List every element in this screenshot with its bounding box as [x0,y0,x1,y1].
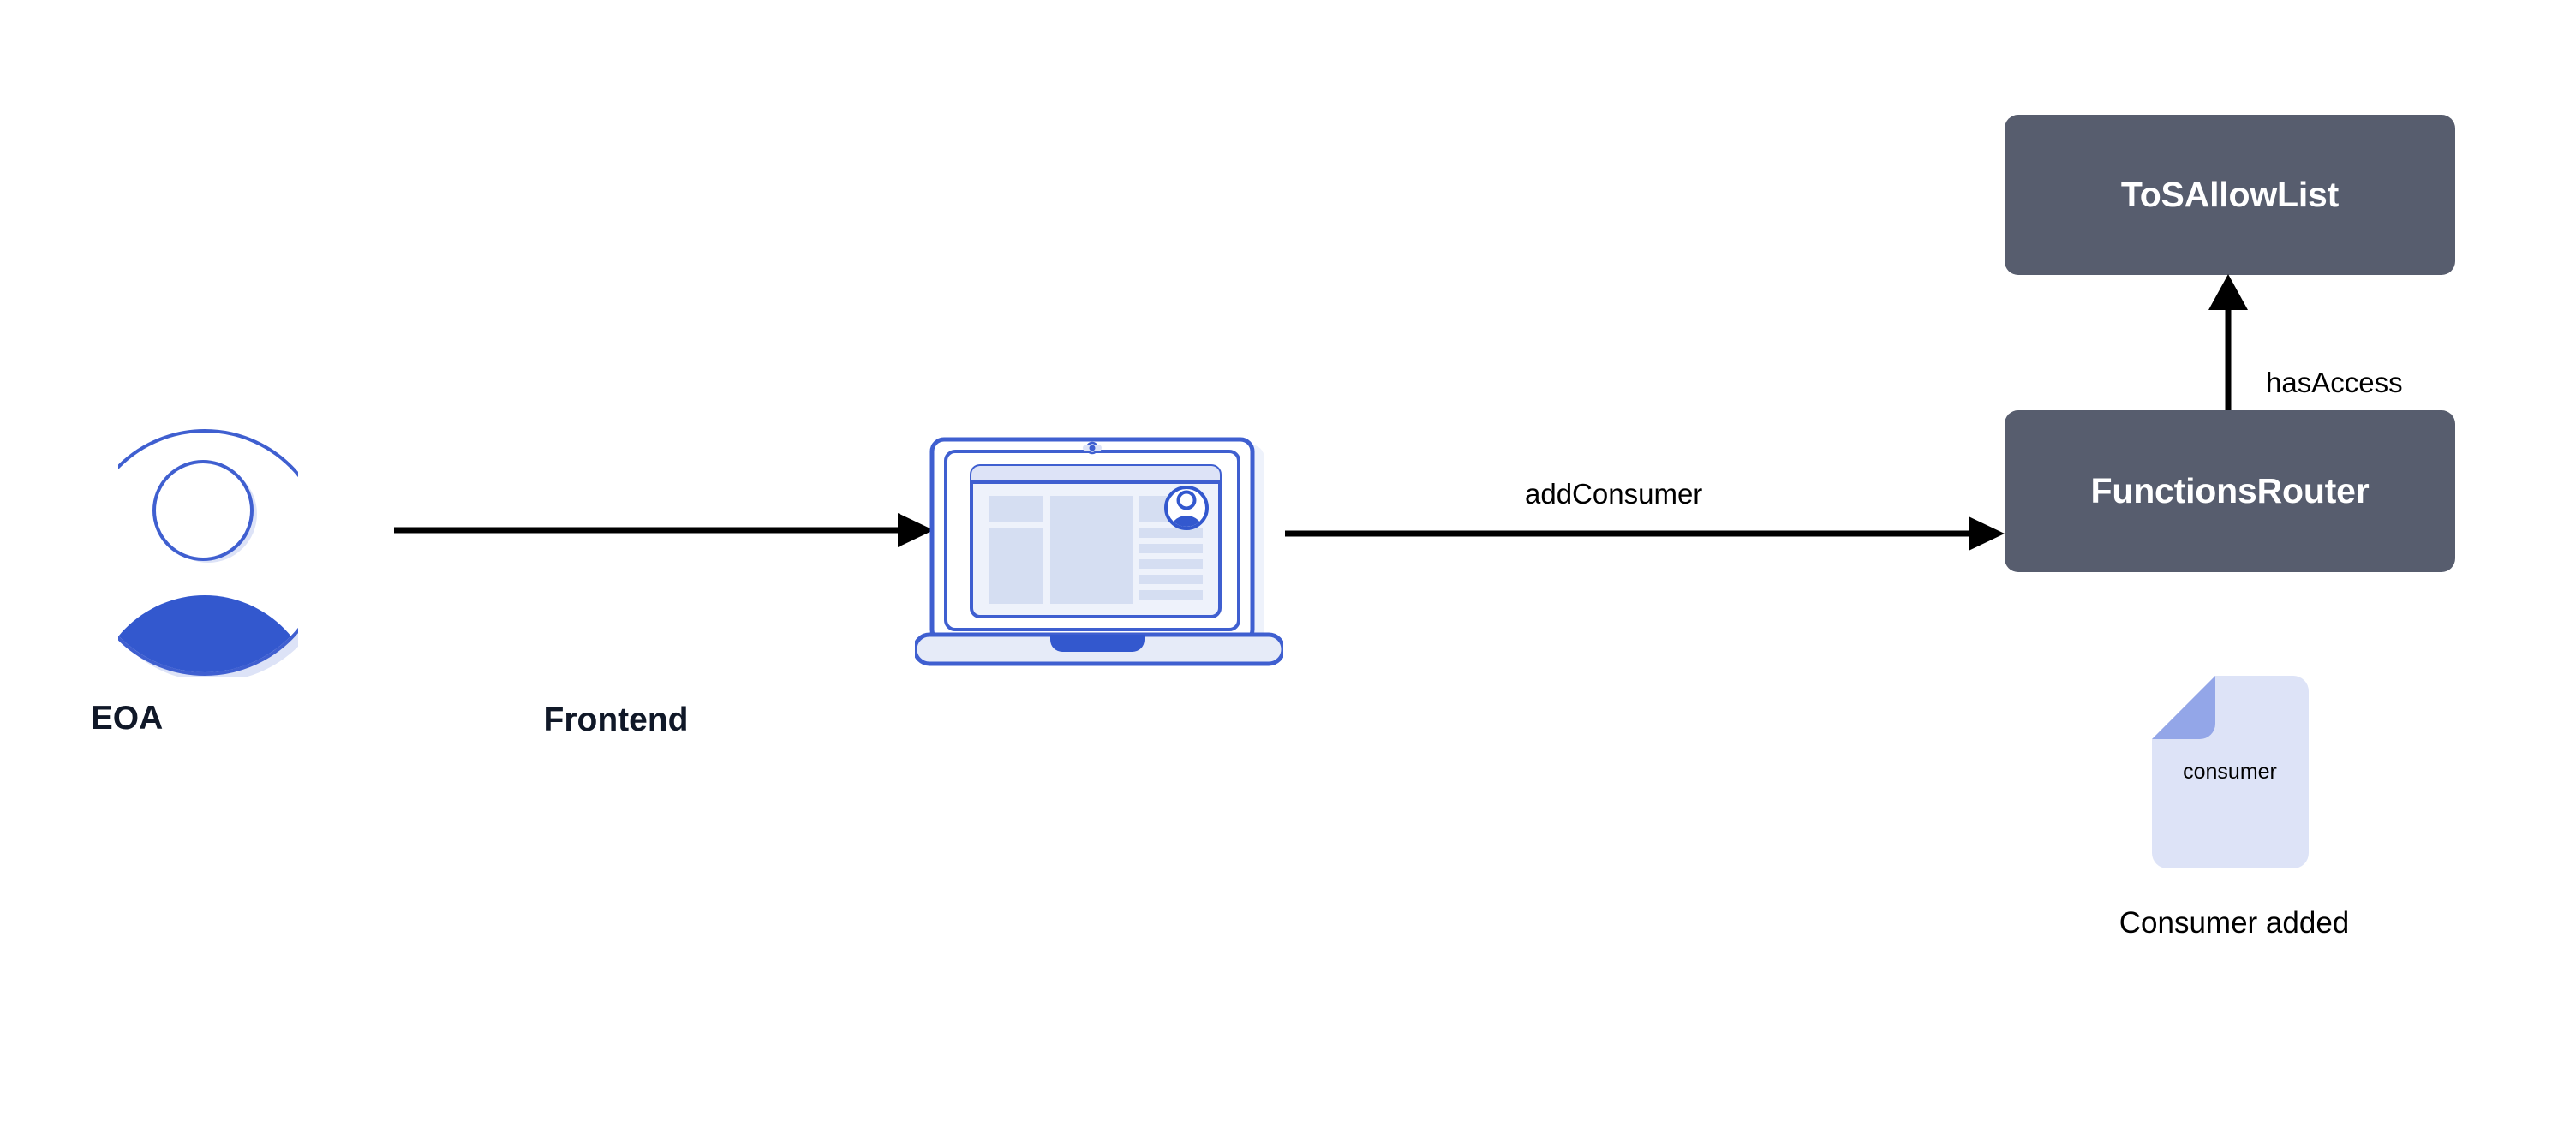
frontend-node[interactable] [912,433,1286,672]
contract-box-functions-router[interactable]: FunctionsRouter [2005,410,2455,572]
consumer-added-caption: Consumer added [2119,906,2350,940]
frontend-caption: Frontend [543,701,689,738]
consumer-document-node[interactable]: consumer [2149,672,2311,874]
edge-label-has-access: hasAccess [2266,367,2403,398]
edge-eoa-to-frontend [394,509,934,552]
eoa-node[interactable] [81,428,334,682]
contract-box-tos-allow-list[interactable]: ToSAllowList [2005,115,2455,275]
edge-router-to-tos [2207,274,2250,413]
arrow-right-icon [1285,516,2005,551]
arrow-right-icon [394,513,934,547]
consumer-doc-label: consumer [2183,760,2277,784]
eoa-caption: EOA [90,700,164,737]
tos-allow-list-label: ToSAllowList [2120,175,2340,214]
edge-label-add-consumer: addConsumer [1525,478,1703,510]
arrow-up-icon [2208,274,2248,413]
functions-router-label: FunctionsRouter [2090,471,2370,510]
screen-avatar-icon [1164,486,1209,530]
laptop-icon [912,437,1286,666]
user-avatar-icon [81,429,334,682]
document-icon [2152,676,2309,868]
edge-frontend-to-router [1285,512,2005,555]
